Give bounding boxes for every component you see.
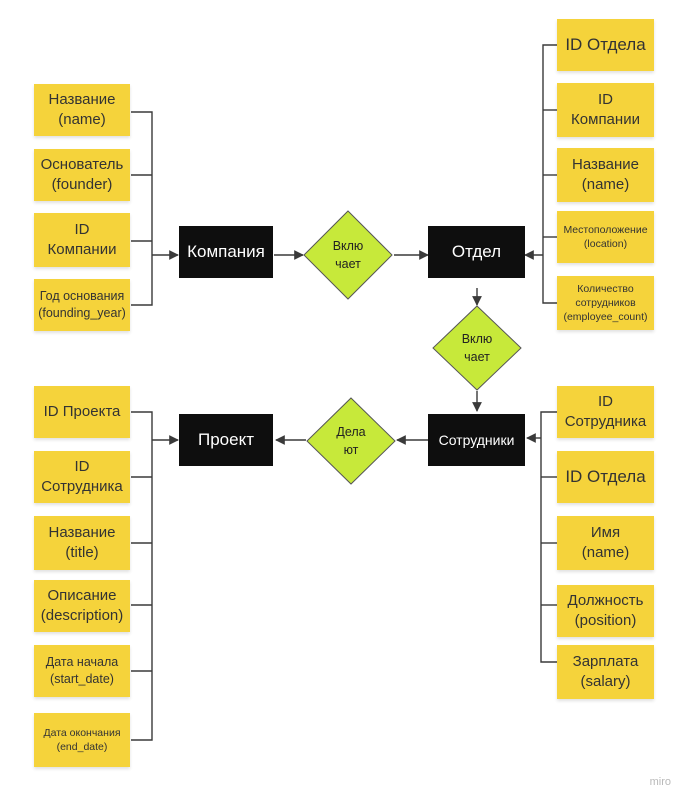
relation-department-employees[interactable]: Вклю чает bbox=[432, 305, 522, 391]
diamond-shape bbox=[303, 210, 393, 300]
entity-project[interactable]: Проект bbox=[179, 414, 273, 466]
sticky-note-employee-name[interactable]: Имя (name) bbox=[557, 516, 654, 570]
sticky-note-employee-id[interactable]: ID Сотрудника bbox=[557, 386, 654, 438]
department-bracket-line bbox=[542, 44, 557, 304]
relation-employees-project[interactable]: Дела ют bbox=[306, 397, 396, 485]
relation-label-line: ют bbox=[343, 443, 359, 457]
company-bracket-line bbox=[131, 111, 153, 306]
sticky-note-department-company-id[interactable]: ID Компании bbox=[557, 83, 654, 137]
entity-company[interactable]: Компания bbox=[179, 226, 273, 278]
relation-label-line: Вклю bbox=[332, 238, 364, 253]
sticky-note-employee-position[interactable]: Должность (position) bbox=[557, 585, 654, 637]
relation-company-department[interactable]: Вклю чает bbox=[303, 210, 393, 300]
sticky-note-project-end-date[interactable]: Дата окончания (end_date) bbox=[34, 713, 130, 767]
sticky-note-department-employee-count[interactable]: Количество сотрудников (employee_count) bbox=[557, 276, 654, 330]
relation-label-line: Дела bbox=[336, 424, 366, 439]
miro-watermark: miro bbox=[649, 776, 671, 788]
sticky-note-employee-department-id[interactable]: ID Отдела bbox=[557, 451, 654, 503]
entity-employees[interactable]: Сотрудники bbox=[428, 414, 525, 466]
sticky-note-company-id[interactable]: ID Компании bbox=[34, 213, 130, 267]
sticky-note-project-start-date[interactable]: Дата начала (start_date) bbox=[34, 645, 130, 697]
employee-bracket-line bbox=[540, 411, 557, 663]
sticky-note-company-founding-year[interactable]: Год основания (founding_year) bbox=[34, 279, 130, 331]
sticky-note-department-id[interactable]: ID Отдела bbox=[557, 19, 654, 71]
sticky-note-project-title[interactable]: Название (title) bbox=[34, 516, 130, 570]
sticky-note-project-description[interactable]: Описание (description) bbox=[34, 580, 130, 632]
diamond-shape bbox=[306, 397, 396, 485]
project-bracket-line bbox=[131, 411, 153, 741]
sticky-note-company-name[interactable]: Название (name) bbox=[34, 84, 130, 136]
sticky-note-department-name[interactable]: Название (name) bbox=[557, 148, 654, 202]
sticky-note-department-location[interactable]: Местоположение (location) bbox=[557, 211, 654, 263]
sticky-note-employee-salary[interactable]: Зарплата (salary) bbox=[557, 645, 654, 699]
sticky-note-project-id[interactable]: ID Проекта bbox=[34, 386, 130, 438]
entity-department[interactable]: Отдел bbox=[428, 226, 525, 278]
sticky-note-company-founder[interactable]: Основатель (founder) bbox=[34, 149, 130, 201]
relation-label-line: Вклю bbox=[461, 331, 493, 346]
relation-label-line: чает bbox=[335, 257, 361, 271]
sticky-note-project-employee-id[interactable]: ID Сотрудника bbox=[34, 451, 130, 503]
relation-label-line: чает bbox=[464, 350, 490, 364]
diamond-shape bbox=[432, 305, 522, 391]
